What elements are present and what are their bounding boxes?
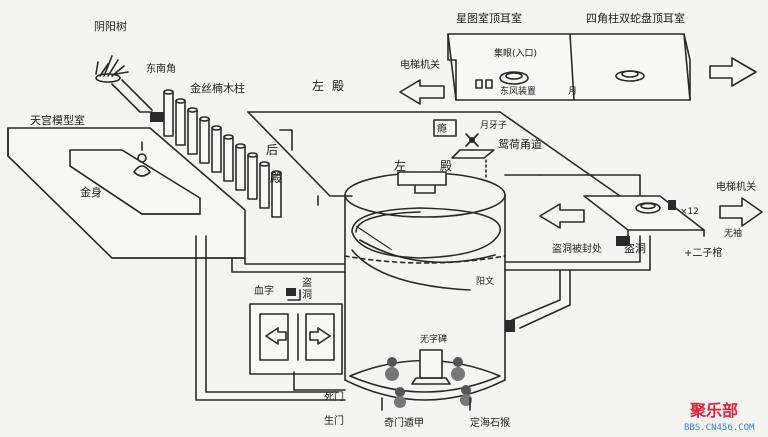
nanmu-pillar — [163, 89, 174, 137]
left-hall-corridor — [247, 111, 641, 211]
label-jinsi-nanmu: 金丝楠木柱 — [190, 81, 245, 95]
yin-box — [433, 119, 495, 179]
elevator-arrow-left — [399, 79, 445, 105]
label-yue-zi: 月牙子 — [480, 120, 507, 131]
label-left-hall-top2: 殿 — [332, 79, 344, 93]
nanmu-pillar — [199, 116, 210, 164]
stone-monkey-1 — [385, 357, 399, 381]
nanmu-pillar — [235, 143, 246, 191]
label-left-hall-mid-a: 左 — [394, 158, 406, 173]
stone-monkey-4 — [460, 385, 472, 406]
label-rear-hall-a: 后 — [266, 143, 278, 157]
watermark-url: BBS.CN456.COM — [684, 423, 755, 433]
left-hall-block — [397, 171, 447, 186]
main-cylinder-chamber — [344, 171, 506, 401]
label-dinghai-shihou: 定海石猴 — [470, 416, 510, 429]
top-right-chambers — [447, 33, 691, 101]
label-yinyang-tree: 阴阳树 — [94, 19, 127, 33]
label-sijiao-room: 四角柱双蛇盘顶耳室 — [586, 11, 685, 25]
diagram-labels: 阴阳树 东南角 金丝楠木柱 天宫模型室 金身 左 殿 后 殿 左 殿 星图室顶耳… — [30, 11, 756, 429]
yinyang-tree — [95, 55, 129, 83]
label-x12: ×12 — [680, 207, 699, 217]
label-tiangong-room: 天宫模型室 — [30, 113, 85, 127]
nanmu-pillar — [271, 170, 282, 218]
elevator-arrow-top-right — [709, 57, 757, 87]
bottom-left-passages — [195, 235, 346, 401]
label-daodong-left-a: 盗 — [302, 276, 312, 289]
nanmu-pillar — [259, 161, 270, 209]
nanmu-pillar — [247, 152, 258, 200]
label-left-hall-top: 左 — [312, 78, 324, 93]
label-elevator-left: 电梯机关 — [400, 58, 440, 71]
label-box-mark: 瘾 — [437, 122, 447, 135]
stone-monkey-3 — [394, 387, 406, 408]
label-rear-hall-b: 殿 — [270, 171, 282, 185]
floor-chamber — [349, 349, 501, 411]
label-jinshen: 金身 — [80, 185, 102, 199]
label-wuzi-bei: 无字碑 — [420, 333, 447, 345]
label-simen: 死门 — [324, 390, 344, 403]
label-daodong-left-b: 洞 — [302, 289, 312, 301]
nanmu-pillar — [223, 134, 234, 182]
label-xuezi: 血字 — [254, 284, 274, 297]
label-daodong-right: 盗洞 — [624, 242, 646, 255]
stone-monkey-2 — [451, 357, 465, 381]
label-erzhi-guan: +二子棺 — [684, 246, 722, 259]
label-jingji-nandao: 鸳荷甬道 — [498, 137, 542, 151]
label-shengmen: 生门 — [324, 414, 344, 427]
label-daodong-seal: 盗洞被封处 — [552, 242, 602, 255]
label-qimen-dunjia: 奇门遁甲 — [384, 416, 424, 429]
label-yue: 月 — [568, 86, 577, 97]
right-coffin-platform — [583, 195, 705, 237]
elevator-arrow-right — [719, 197, 763, 227]
statue-figure — [133, 141, 151, 177]
label-east-south: 东南角 — [146, 62, 176, 75]
tiangong-model-room — [7, 127, 246, 259]
label-wuxiu: 无袖 — [724, 227, 742, 239]
nanmu-pillar — [187, 107, 198, 155]
right-tunnel — [504, 235, 651, 332]
nanmu-pillar — [211, 125, 222, 173]
east-south-corridor — [111, 79, 164, 122]
watermark: 聚乐部 BBS.CN456.COM — [684, 401, 755, 433]
label-xingtu-room: 星图室顶耳室 — [456, 11, 522, 25]
watermark-title: 聚乐部 — [689, 401, 738, 420]
nanmu-pillars — [163, 89, 282, 218]
label-left-hall-mid-b: 殿 — [440, 159, 452, 173]
nanmu-pillar — [175, 98, 186, 146]
label-jiyan: 集眼(入口) — [494, 47, 537, 59]
label-dongfeng: 东风装置 — [500, 85, 536, 97]
label-yangwen: 阳文 — [476, 275, 494, 287]
elevator-arrow-mid — [539, 203, 585, 229]
label-elevator-right: 电梯机关 — [716, 180, 756, 193]
